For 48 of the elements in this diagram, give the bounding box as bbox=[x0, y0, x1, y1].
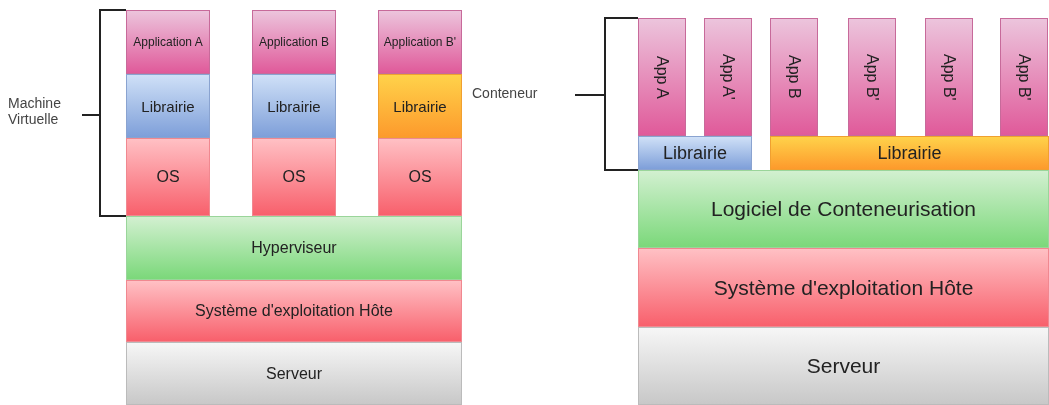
application-layer bbox=[126, 10, 210, 74]
layer-label: Application B' bbox=[383, 35, 457, 49]
layer-label: Logiciel de Conteneurisation bbox=[711, 197, 976, 221]
layer-label: Application B bbox=[258, 35, 329, 49]
os-layer bbox=[252, 138, 336, 216]
layer-label: Hyperviseur bbox=[251, 239, 337, 257]
server-layer bbox=[638, 327, 1049, 405]
app-layer bbox=[704, 18, 752, 136]
layer-label: Serveur bbox=[806, 354, 881, 378]
library-layer bbox=[252, 74, 336, 138]
layer-label: App B bbox=[785, 55, 803, 99]
app-layer bbox=[925, 18, 973, 136]
application-layer bbox=[378, 10, 462, 74]
library-layer bbox=[378, 74, 462, 138]
layer-label: Serveur bbox=[266, 364, 322, 383]
layer-label: App B' bbox=[940, 53, 958, 101]
layer-label: Système d'exploitation Hôte bbox=[195, 302, 393, 320]
os-layer bbox=[126, 138, 210, 216]
app-layer bbox=[1000, 18, 1048, 136]
bracket-label: Machine Virtuelle bbox=[8, 95, 62, 127]
hypervisor-layer bbox=[126, 216, 462, 280]
app-layer bbox=[638, 18, 686, 136]
os-layer bbox=[378, 138, 462, 216]
layer-label: Librairie bbox=[393, 97, 447, 115]
layer-label: App B' bbox=[1015, 53, 1033, 101]
layer-label: App A' bbox=[719, 54, 737, 100]
layer-label: App A bbox=[653, 55, 671, 99]
layer-label: Librairie bbox=[877, 142, 942, 164]
layer-label: Application A bbox=[133, 35, 203, 49]
library-layer bbox=[770, 136, 1049, 170]
bracket-label: Conteneur bbox=[472, 85, 539, 101]
library-layer bbox=[638, 136, 752, 170]
layer-label: OS bbox=[408, 168, 432, 186]
layer-label: App B' bbox=[863, 53, 881, 101]
server-layer bbox=[126, 342, 462, 405]
layer-label: Système d'exploitation Hôte bbox=[713, 275, 974, 300]
app-layer bbox=[770, 18, 818, 136]
container-engine-layer bbox=[638, 170, 1049, 248]
layer-label: OS bbox=[282, 168, 306, 186]
app-layer bbox=[848, 18, 896, 136]
layer-label: Librairie bbox=[267, 97, 321, 115]
host-os-layer bbox=[126, 280, 462, 342]
layer-label: OS bbox=[156, 168, 180, 186]
layer-label: Librairie bbox=[663, 142, 727, 164]
library-layer bbox=[126, 74, 210, 138]
host-os-layer bbox=[638, 248, 1049, 327]
layer-label: Librairie bbox=[141, 97, 195, 115]
application-layer bbox=[252, 10, 336, 74]
